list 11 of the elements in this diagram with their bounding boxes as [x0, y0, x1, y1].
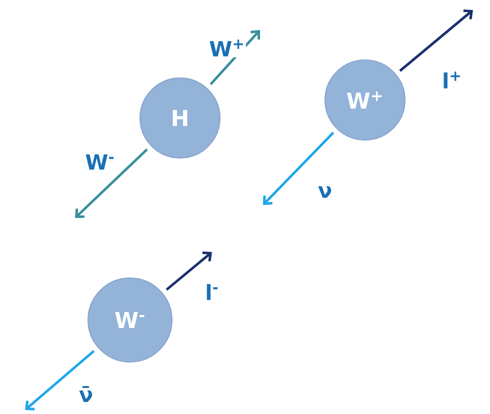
edge-label: W$^{+}$ — [208, 38, 246, 58]
arrow — [166, 252, 212, 291]
arrow — [25, 350, 95, 410]
edge-label: l$^{-}$ — [204, 283, 220, 301]
edge-label: l$^{+}$ — [441, 70, 463, 90]
arrow — [263, 132, 334, 205]
edge-label: ν — [316, 185, 334, 199]
arrow — [75, 148, 148, 218]
edge-label: ν̄ — [78, 385, 94, 403]
edge-label: W$^{-}$ — [84, 153, 116, 171]
arrow — [399, 10, 473, 72]
